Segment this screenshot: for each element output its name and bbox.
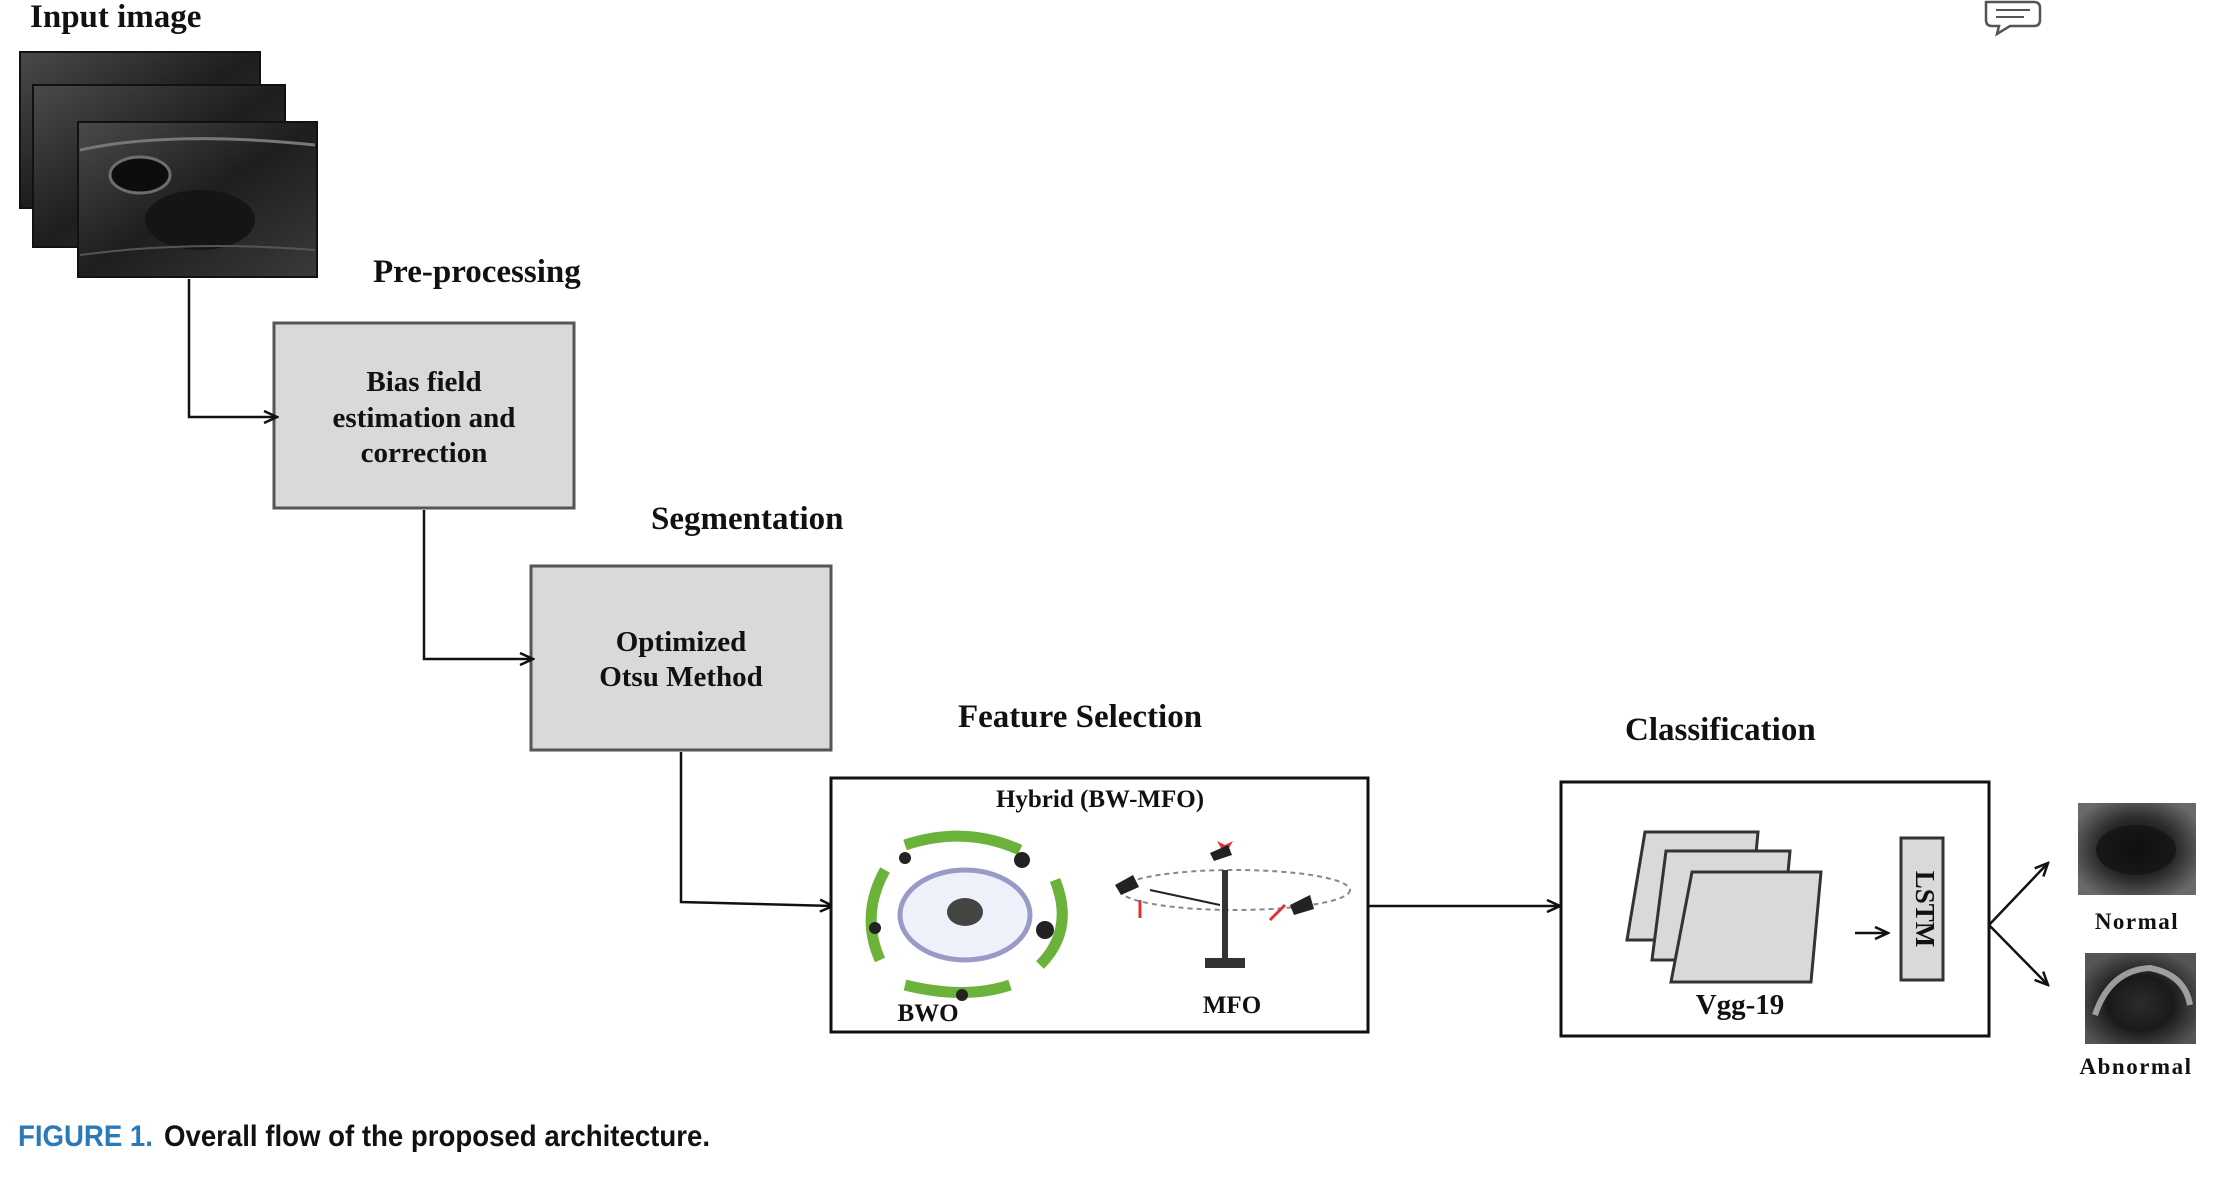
arrow-segmentation-to-feature-selection — [679, 752, 833, 906]
cycle-arrow-top — [903, 830, 1023, 856]
spider-icon — [1036, 921, 1054, 939]
feature-selection-title: Feature Selection — [958, 699, 1202, 735]
moth-icon — [1115, 875, 1139, 895]
comment-icon[interactable] — [1984, 0, 2042, 37]
preprocessing-box — [272, 321, 576, 510]
bwo-label: BWO — [897, 1000, 958, 1027]
figure-caption-text: Overall flow of the proposed architectur… — [164, 1120, 710, 1153]
preprocessing-title: Pre-processing — [373, 254, 581, 290]
arrow-to-normal — [1988, 863, 2048, 926]
figure-label: FIGURE 1. — [18, 1120, 153, 1153]
cycle-arrow-left — [865, 867, 890, 963]
classification-title: Classification — [1625, 712, 1816, 748]
lstm-label: LSTM — [1910, 871, 1940, 948]
spider-icon — [899, 852, 911, 864]
mfo-label: MFO — [1203, 992, 1261, 1019]
arrow-preprocessing-to-segmentation — [422, 510, 533, 659]
cycle-arrow-right — [1035, 877, 1068, 969]
preprocessing-box-line-2: estimation and — [333, 402, 516, 434]
preprocessing-box-line-1: Bias field — [366, 366, 481, 398]
preprocessing-box-line-3: correction — [361, 437, 488, 469]
input-ultrasound-stack — [19, 51, 318, 278]
moth-icon — [1210, 845, 1232, 861]
segmentation-box-line-1: Optimized — [616, 626, 747, 658]
vgg19-label: Vgg-19 — [1696, 989, 1785, 1021]
spider-icon — [1014, 852, 1030, 868]
segmentation-title: Segmentation — [651, 501, 844, 537]
black-widow-spider-icon — [947, 898, 983, 926]
vgg19-feature-maps — [1625, 830, 1823, 984]
abnormal-label: Abnormal — [2080, 1054, 2193, 1079]
lstm-block — [1899, 836, 1945, 982]
normal-label: Normal — [2095, 909, 2179, 934]
mfo-illustration — [1115, 841, 1351, 968]
arrow-to-abnormal — [1988, 924, 2048, 985]
bwo-lifecycle-illustration — [865, 830, 1068, 1001]
spider-icon — [956, 989, 968, 1001]
segmentation-box — [529, 564, 833, 752]
segmentation-box-line-2: Otsu Method — [599, 661, 763, 693]
spider-icon — [869, 922, 881, 934]
input-image-title: Input image — [30, 0, 201, 35]
figure-caption: FIGURE 1. Overall flow of the proposed ar… — [18, 1120, 710, 1170]
hybrid-title: Hybrid (BW-MFO) — [996, 786, 1204, 813]
moth-icon — [1290, 895, 1314, 915]
arrow-input-to-preprocessing — [187, 279, 277, 417]
